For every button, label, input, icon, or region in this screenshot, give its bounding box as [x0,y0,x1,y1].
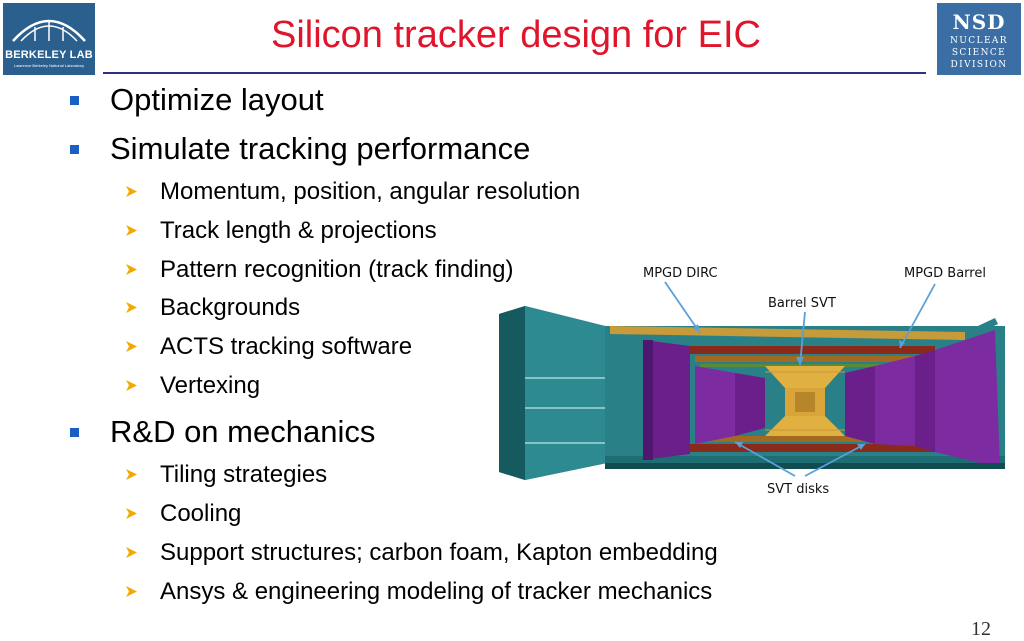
sub-bullet-text: Vertexing [160,372,261,399]
mpgd-dirc-label: MPGD DIRC [643,266,718,281]
arrowhead-bullet-icon [126,264,137,275]
sub-bullet-text: Tiling strategies [160,461,328,488]
nsd-line2: SCIENCE [951,48,1007,58]
pointer-arrowheads [693,324,905,450]
sub-bullet-text: Cooling [160,500,242,527]
berkeley-lab-name: BERKELEY LAB [5,49,93,61]
barrel-svt-label: Barrel SVT [768,296,836,311]
sub-bullet-text: ACTS tracking software [160,333,413,360]
mpgd-barrel-label: MPGD Barrel [904,266,986,281]
berkeley-lab-arc-icon [12,19,86,42]
arrowhead-bullet-icon [126,186,137,197]
title-divider [103,72,926,74]
nsd-logo: NSD NUCLEAR SCIENCE DIVISION [937,3,1021,75]
berkeley-lab-tagline: Lawrence Berkeley National Laboratory [13,63,85,68]
arrowhead-bullet-icon [126,508,137,519]
arrowhead-bullet-icon [126,469,137,480]
svt-disks-label: SVT disks [767,482,829,497]
page-title: Silicon tracker design for EIC [271,14,761,56]
bullet-text: R&D on mechanics [110,414,376,449]
sub-bullet-text: Support structures; carbon foam, Kapton … [160,539,718,566]
barrel-svt [765,366,845,436]
arrowhead-bullet-icon [126,341,137,352]
arrowhead-bullet-icon [126,380,137,391]
svt-disks [643,330,1000,468]
berkeley-lab-logo: BERKELEY LAB Lawrence Berkeley National … [3,3,95,75]
arrowhead-bullet-icon [126,225,137,236]
square-bullet-icon [70,145,79,154]
nsd-abbr: NSD [952,10,1006,34]
square-bullet-icon [70,428,79,437]
square-bullet-icon [70,96,79,105]
bullet-text: Simulate tracking performance [110,131,531,166]
page-number: 12 [971,618,991,640]
arrowhead-bullet-icon [126,586,137,597]
pointer-lines [664,281,936,477]
nsd-line3: DIVISION [950,60,1008,70]
bullet-text: Optimize layout [110,82,324,117]
sub-bullet-text: Backgrounds [160,294,301,321]
tracker-diagram: MPGD DIRC MPGD Barrel Barrel SVT SVT dis… [499,266,1005,497]
nsd-line1: NUCLEAR [950,36,1008,46]
arrowhead-bullet-icon [126,302,137,313]
sub-bullet-text: Momentum, position, angular resolution [160,178,581,205]
arrowhead-bullet-icon [126,547,137,558]
sub-bullet-text: Track length & projections [160,217,437,244]
sub-bullet-text: Ansys & engineering modeling of tracker … [160,578,713,605]
sub-bullet-text: Pattern recognition (track finding) [160,256,514,283]
mpgd-barrel-layer [690,346,935,354]
